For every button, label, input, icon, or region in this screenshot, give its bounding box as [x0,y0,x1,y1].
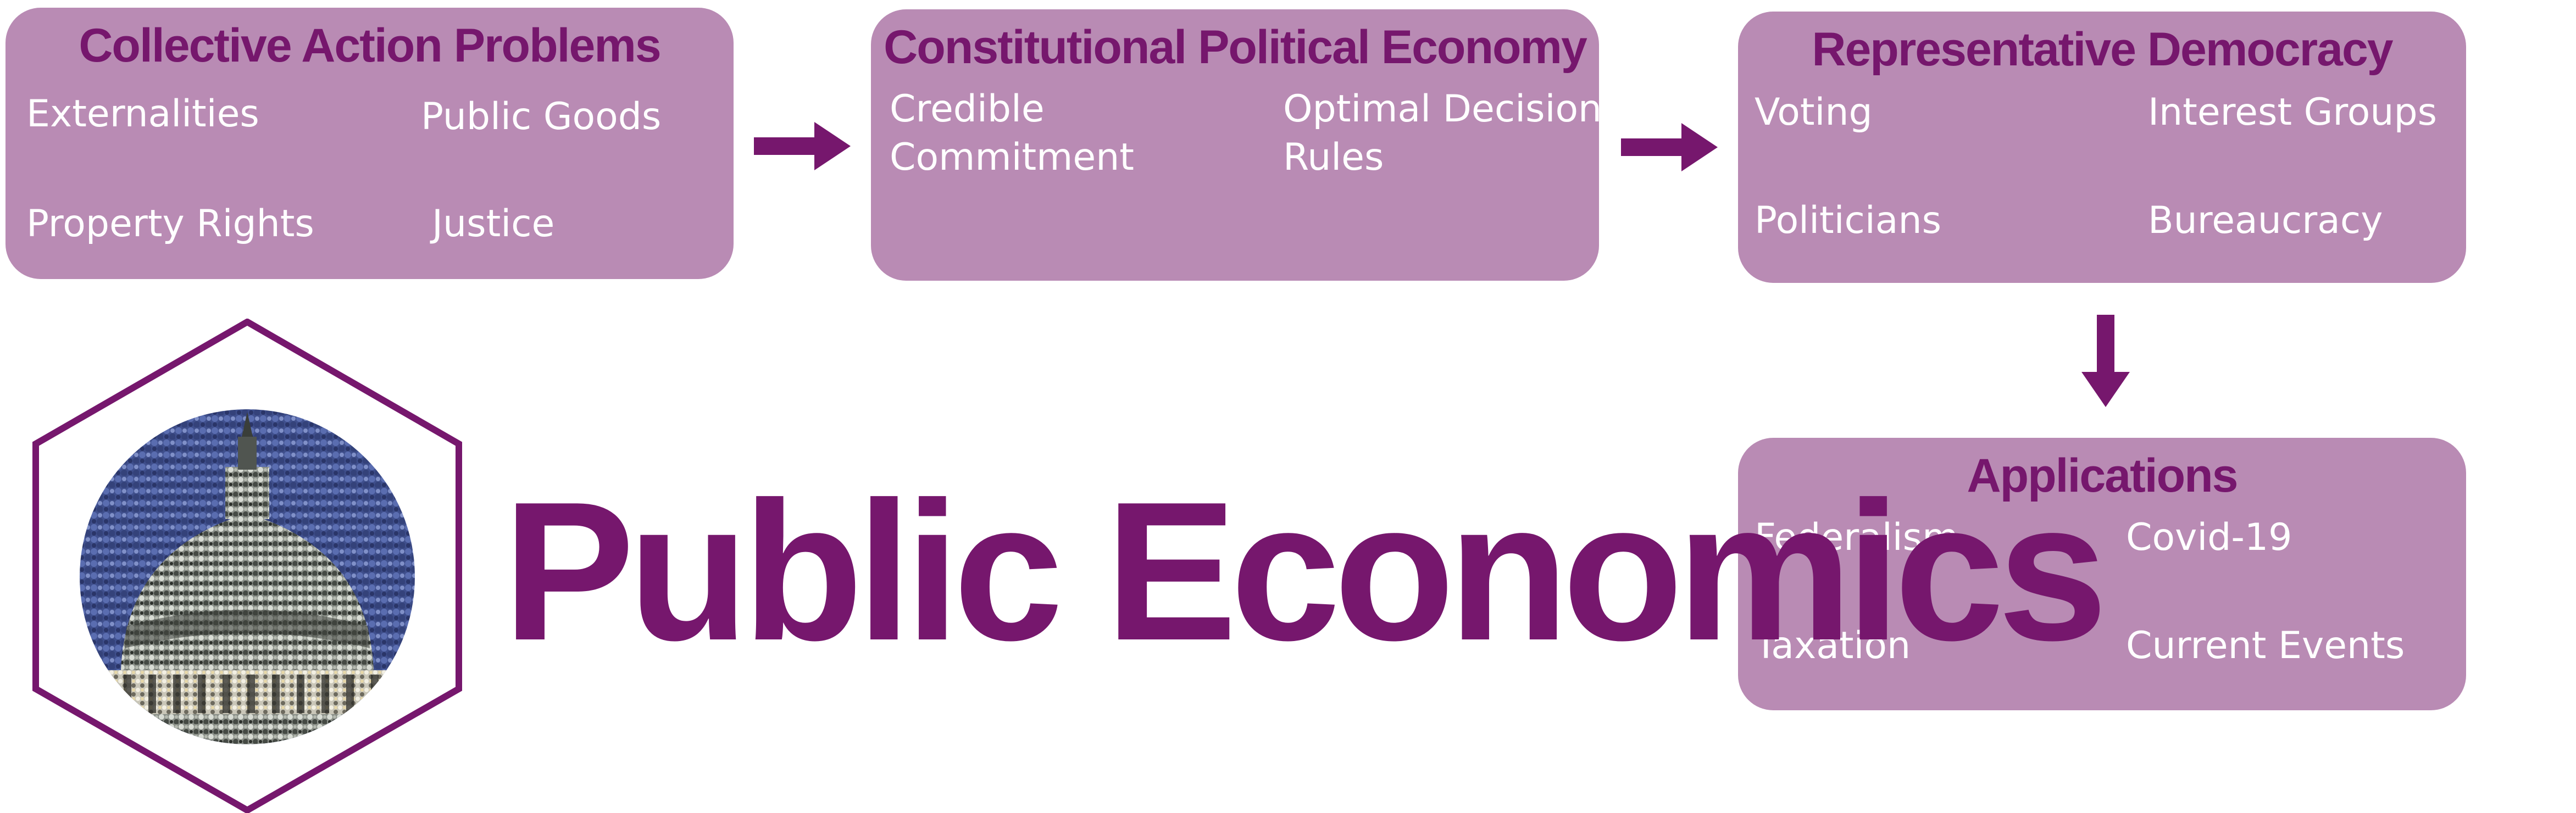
box-title-representative: Representative Democracy [1812,23,2393,76]
item-public-goods: Public Goods [421,95,662,138]
item-voting: Voting [1755,91,1873,134]
box-title-collective-action: Collective Action Problems [79,19,661,72]
item-current-events: Current Events [2126,624,2405,667]
item-taxation: Taxation [1755,624,1911,667]
item-federalism: Federalism [1755,516,1959,559]
item-rules: Rules [1283,136,1384,179]
box-title-applications: Applications [1967,449,2238,502]
item-interest-groups: Interest Groups [2148,91,2438,134]
arrow-down-icon [2081,315,2130,407]
arrow-right-icon [1621,123,1718,171]
box-constitutional-political-economy: Constitutional Political Economy Credibl… [871,9,1602,281]
box-collective-action: Collective Action Problems Externalities… [5,8,734,279]
box-representative-democracy: Representative Democracy Voting Interest… [1738,12,2466,283]
main-title: Public Economics [503,461,2108,682]
arrow-right-icon [754,122,851,170]
item-credible: Credible [890,87,1045,131]
box-applications: Applications Federalism Covid-19 Taxatio… [1738,438,2466,710]
item-bureaucracy: Bureaucracy [2148,199,2383,242]
item-covid-19: Covid-19 [2126,516,2292,559]
item-externalities: Externalities [26,92,259,136]
item-commitment: Commitment [890,136,1134,179]
item-justice: Justice [432,202,555,246]
item-politicians: Politicians [1755,199,1941,242]
item-property-rights: Property Rights [26,202,314,246]
capitol-dome-hexagon-logo [32,319,462,813]
box-title-constitutional: Constitutional Political Economy [884,21,1587,74]
item-optimal-decision: Optimal Decision [1283,87,1602,131]
